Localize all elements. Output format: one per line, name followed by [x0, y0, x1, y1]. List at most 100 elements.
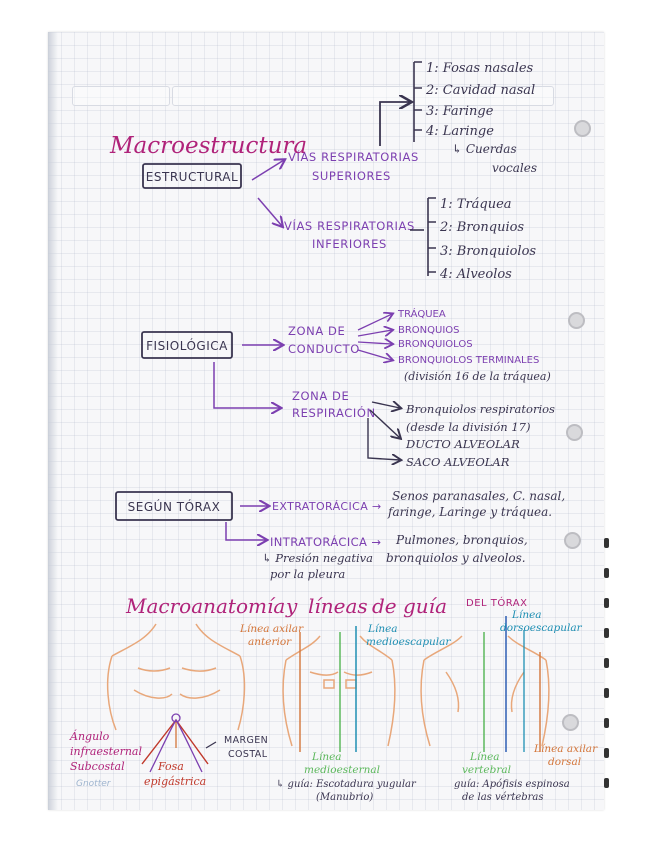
watermark: Gnotter	[76, 779, 112, 789]
spiral-ring	[604, 718, 609, 728]
respiration-zone-label: ZONA DE	[292, 389, 349, 403]
label-vertebral: Línea	[469, 751, 500, 763]
respiration-arrow	[369, 409, 400, 438]
costal-margin-curve	[149, 718, 203, 773]
upper-note: vocales	[492, 161, 537, 175]
conduct-arrow	[357, 330, 392, 337]
label-angle: infraesternal	[70, 745, 142, 758]
label-angle: Subcostal	[70, 760, 125, 773]
label-guide-jugular: ↳ guía: Escotadura yugular	[276, 779, 417, 790]
label-fossa: epigástrica	[144, 775, 206, 788]
upper-airways-label: SUPERIORES	[312, 169, 391, 183]
binder-hole	[562, 714, 579, 731]
label-midscapular: medioescapular	[366, 636, 451, 648]
label-vertebral: vertebral	[462, 764, 511, 776]
costal-margin-pointer	[205, 741, 217, 749]
intrathoracic-sub: ↳ Presión negativa	[262, 551, 373, 565]
binder-hole	[568, 312, 585, 329]
spiral-ring	[604, 658, 609, 668]
upper-bracket-arrow	[379, 102, 410, 146]
label-anterior-axillary: Línea axilar	[239, 623, 304, 635]
torso-back-drawing	[420, 635, 550, 747]
label-anterior-axillary: anterior	[248, 636, 292, 648]
main-title: Macroestructura	[109, 133, 307, 159]
respiration-item: DUCTO ALVEOLAR	[405, 437, 520, 451]
respiration-item: (desde la división 17)	[406, 420, 530, 434]
upper-item: 3: Faringe	[426, 104, 494, 119]
spiral-ring	[604, 538, 609, 548]
binder-hole	[574, 120, 591, 137]
thorax-box-label: SEGÚN TÓRAX	[128, 499, 221, 514]
label-midsternal: medioesternal	[304, 764, 380, 776]
respiration-arrow	[367, 418, 400, 460]
label-fossa: Fosa	[157, 760, 184, 773]
conduct-note: (división 16 de la tráquea)	[404, 370, 551, 383]
conduct-zone-label: ZONA DE	[288, 324, 345, 338]
spiral-ring	[604, 628, 609, 638]
respiration-item: SACO ALVEOLAR	[406, 455, 510, 469]
torso-front-guides-drawing	[282, 635, 396, 747]
label-angle: Ángulo	[69, 729, 110, 743]
lower-item: 3: Bronquiolos	[440, 244, 536, 259]
respiration-arrow	[371, 402, 400, 408]
arrow-to-respiration	[213, 362, 280, 408]
binder-hole	[564, 532, 581, 549]
physiological-box-label: FISIOLÓGICA	[146, 338, 228, 353]
upper-item: 2: Cavidad nasal	[425, 83, 535, 98]
label-costal-margin: MARGEN	[224, 735, 268, 746]
arrow-to-intra	[225, 522, 266, 540]
infrasternal-angle-lines	[141, 718, 209, 765]
lower-airways-label: INFERIORES	[312, 237, 387, 251]
respiration-item: Bronquiolos respiratorios	[405, 402, 555, 416]
lower-item: 4: Alveolos	[439, 267, 512, 282]
lower-item: 1: Tráquea	[440, 197, 512, 212]
physiological-box-outline	[141, 331, 233, 359]
extrathoracic-note: faringe, Laringe y tráquea.	[387, 505, 552, 519]
thorax-box-outline	[115, 491, 233, 521]
structural-box-outline	[142, 163, 242, 189]
upper-bracket	[413, 61, 422, 142]
spiral-ring	[604, 598, 609, 608]
lower-bracket	[427, 197, 436, 276]
extrathoracic-note: Senos paranasales, C. nasal,	[392, 489, 565, 503]
label-costal-margin: COSTAL	[228, 749, 268, 760]
conduct-item: TRÁQUEA	[397, 307, 446, 320]
label-guide-spinous: de las vértebras	[462, 792, 544, 803]
conduct-item: BRONQUIOLOS	[398, 339, 473, 350]
intrathoracic-label: INTRATORÁCICA →	[270, 534, 381, 549]
intrathoracic-note: bronquiolos y alveolos.	[386, 551, 526, 565]
label-midsternal: Línea	[311, 751, 342, 763]
label-dorsal-axillary: dorsal	[548, 756, 581, 768]
section2-title-small: DEL TÓRAX	[466, 596, 527, 609]
upper-item: 1: Fosas nasales	[426, 61, 534, 76]
intrathoracic-note: Pulmones, bronquios,	[395, 533, 528, 547]
conduct-arrow	[357, 349, 392, 360]
structural-box-label: ESTRUCTURAL	[146, 170, 238, 184]
lower-item: 2: Bronquios	[439, 220, 524, 235]
spiral-ring	[604, 778, 609, 788]
spiral-ring	[604, 568, 609, 578]
conduct-arrow	[357, 314, 392, 331]
upper-airways-label: VÍAS RESPIRATORIAS	[288, 149, 419, 164]
torso-front-drawing	[106, 623, 246, 731]
header-field-left	[72, 86, 170, 106]
spiral-ring	[604, 688, 609, 698]
label-dorsoscapular: dorsoescapular	[500, 622, 583, 634]
label-dorsal-axillary: Línea axilar	[533, 743, 598, 755]
page-binding-edge	[48, 32, 58, 810]
upper-note: ↳ Cuerdas	[452, 142, 517, 156]
lower-airways-label: VÍAS RESPIRATORIAS	[284, 218, 415, 233]
label-guide-spinous: guía: Apófisis espinosa	[454, 779, 570, 790]
conduct-item: BRONQUIOLOS TERMINALES	[398, 355, 539, 366]
conduct-zone-label: CONDUCTO	[288, 342, 360, 356]
label-guide-jugular: (Manubrio)	[316, 792, 373, 803]
notebook-page	[48, 32, 604, 810]
respiration-zone-label: RESPIRACIÓN	[292, 405, 376, 420]
spiral-ring	[604, 748, 609, 758]
section2-title: de guía	[372, 594, 447, 618]
section2-title: líneas	[308, 594, 368, 618]
section2-title: y	[285, 594, 298, 618]
label-dorsoscapular: Línea	[511, 609, 542, 621]
binder-hole	[566, 424, 583, 441]
conduct-arrow	[357, 342, 392, 344]
